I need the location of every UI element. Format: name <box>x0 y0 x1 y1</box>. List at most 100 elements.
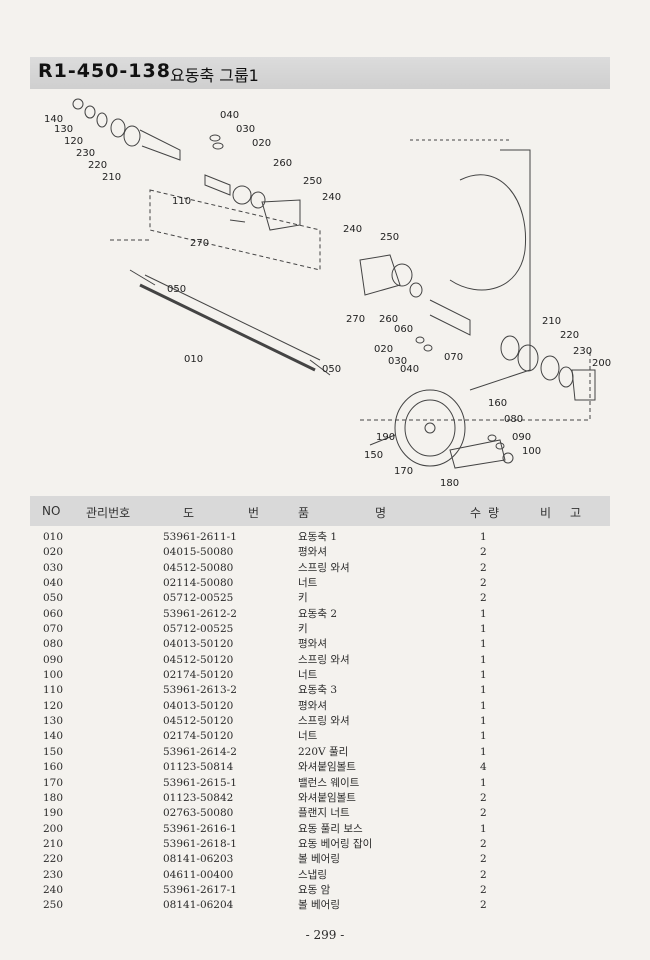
callout-label: 250 <box>380 232 399 243</box>
cell-qty: 1 <box>480 822 487 835</box>
cell-part: 05712-00525 <box>163 592 234 605</box>
cell-qty: 2 <box>480 868 487 881</box>
cell-no: 010 <box>43 531 64 543</box>
cell-part: 02114-50080 <box>163 577 234 590</box>
col-note-1: 비 <box>540 506 552 520</box>
cell-no: 190 <box>43 807 64 820</box>
cell-no: 060 <box>43 607 64 620</box>
cell-name: 키 <box>298 592 308 605</box>
cell-part: 53961-2615-1 <box>163 776 237 789</box>
cell-no: 040 <box>43 577 64 590</box>
cell-no: 160 <box>43 761 64 774</box>
callout-label: 030 <box>388 356 407 367</box>
callout-label: 210 <box>542 316 561 327</box>
cell-qty: 1 <box>480 684 487 697</box>
callout-label: 210 <box>102 172 121 183</box>
cell-no: 240 <box>43 883 64 896</box>
page-number: - 299 - <box>305 928 345 942</box>
col-no: NO <box>42 504 61 518</box>
callout-label: 270 <box>346 314 365 325</box>
callout-label: 240 <box>322 192 341 203</box>
cell-qty: 2 <box>480 883 487 896</box>
callout-label: 050 <box>167 284 186 295</box>
cell-part: 53961-2616-1 <box>163 822 237 835</box>
callout-label: 010 <box>184 354 203 365</box>
callout-label: 170 <box>394 466 413 477</box>
cell-no: 030 <box>43 561 64 574</box>
cell-part: 53961-2613-2 <box>163 684 237 697</box>
callout-label: 130 <box>54 124 73 135</box>
table-row: 110 53961-2613-2 요동축 3 1 <box>30 683 610 698</box>
cell-part: 04512-50080 <box>163 561 234 574</box>
callout-label: 060 <box>394 324 413 335</box>
cell-no: 200 <box>43 822 64 835</box>
cell-part: 05712-00525 <box>163 623 234 636</box>
cell-qty: 2 <box>480 899 487 912</box>
page-code: R1-450-138 <box>38 60 171 82</box>
cell-part: 53961-2618-1 <box>163 837 237 850</box>
cell-no: 080 <box>43 638 64 651</box>
cell-name: 요동 베어링 잡이 <box>298 837 373 850</box>
callout-label: 190 <box>376 432 395 443</box>
callout-label: 040 <box>400 364 419 375</box>
cell-name: 너트 <box>298 577 318 590</box>
cell-qty: 4 <box>480 761 487 774</box>
cell-part: 53961-2611-1 <box>163 531 237 543</box>
cell-name: 와셔붙임볼트 <box>298 791 356 804</box>
callout-label: 150 <box>364 450 383 461</box>
cell-no: 140 <box>43 730 64 743</box>
cell-qty: 1 <box>480 730 487 743</box>
col-qty-2: 량 <box>488 506 500 520</box>
col-part-1: 도 <box>183 506 195 520</box>
cell-qty: 1 <box>480 699 487 712</box>
cell-part: 01123-50814 <box>163 761 234 774</box>
callout-label: 030 <box>236 124 255 135</box>
callout-label: 120 <box>64 136 83 147</box>
callout-label: 020 <box>374 344 393 355</box>
cell-no: 170 <box>43 776 64 789</box>
cell-qty: 1 <box>480 638 487 651</box>
cell-qty: 1 <box>480 776 487 789</box>
cell-name: 요동 암 <box>298 883 331 896</box>
callout-label: 250 <box>303 176 322 187</box>
table-header: NO 관리번호 도 번 품 명 수 량 비 고 <box>30 496 610 526</box>
cell-no: 100 <box>43 669 64 682</box>
cell-no: 020 <box>43 546 64 559</box>
cell-qty: 2 <box>480 807 487 820</box>
cell-no: 220 <box>43 853 64 866</box>
col-part-2: 번 <box>248 506 260 520</box>
cell-qty: 1 <box>480 607 487 620</box>
callout-label: 020 <box>252 138 271 149</box>
cell-part: 08141-06204 <box>163 899 234 912</box>
callout-label: 050 <box>322 364 341 375</box>
callout-label: 270 <box>190 238 209 249</box>
cell-part: 53961-2614-2 <box>163 745 237 758</box>
cell-part: 04013-50120 <box>163 638 234 651</box>
cell-name: 너트 <box>298 730 318 743</box>
col-mgmt: 관리번호 <box>86 506 131 520</box>
cell-no: 150 <box>43 745 64 758</box>
callout-label: 260 <box>379 314 398 325</box>
cell-qty: 2 <box>480 791 487 804</box>
cell-no: 110 <box>43 684 64 697</box>
exploded-parts-diagram: 140 130 120 230 220 210 040 030 020 260 … <box>44 98 611 489</box>
cell-name: 요동축 3 <box>298 684 337 697</box>
cell-part: 02174-50120 <box>163 669 234 682</box>
cell-name: 스프링 와셔 <box>298 561 350 574</box>
cell-qty: 2 <box>480 837 487 850</box>
cell-name: 평와셔 <box>298 546 327 559</box>
cell-name: 요동축 1 <box>298 531 337 543</box>
